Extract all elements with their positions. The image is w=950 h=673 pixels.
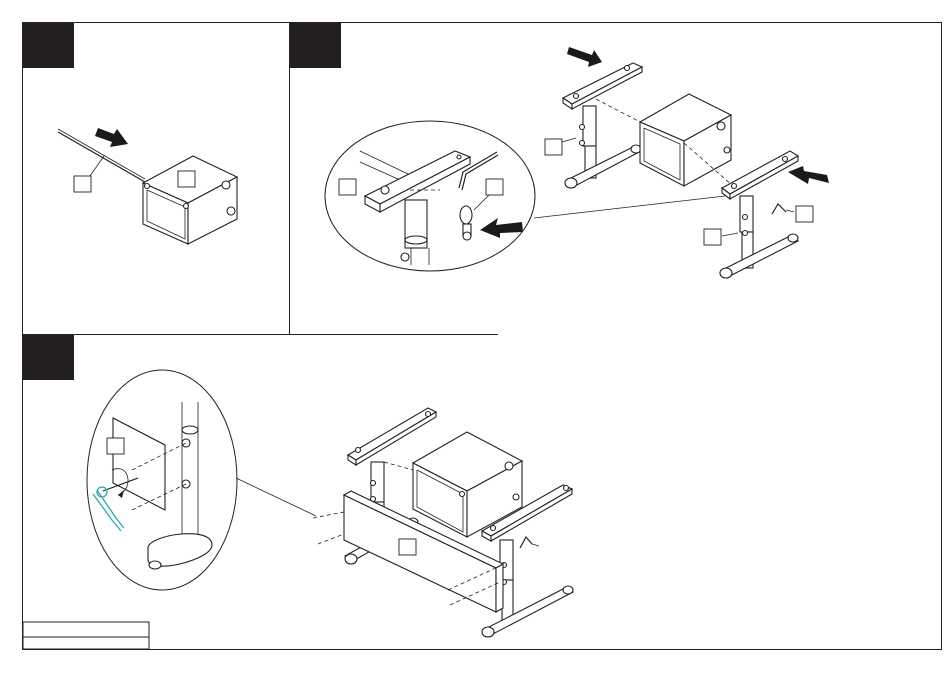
step-3-zoom-detail (87, 370, 316, 590)
title-block (23, 622, 149, 649)
part-callout-3b (399, 539, 416, 555)
step-badge-2 (290, 23, 341, 68)
part-callout-3a (107, 438, 124, 454)
step-badge-1 (23, 23, 74, 68)
step-3-main-illustration (313, 408, 573, 637)
part-callout-2d (796, 206, 813, 222)
right-bar-arrow-icon (788, 166, 829, 184)
part-callout-2e (704, 229, 721, 245)
step-2-main-illustration (562, 47, 829, 278)
part-callout-2b (486, 179, 503, 195)
part-callout-2c (545, 139, 562, 155)
left-bar-arrow-icon (567, 47, 602, 67)
insert-arrow-icon (95, 128, 128, 147)
step-badge-3 (23, 335, 74, 380)
part-callout-1a (74, 176, 91, 192)
part-callout-1b (178, 171, 195, 187)
part-callout-2a (339, 179, 356, 195)
